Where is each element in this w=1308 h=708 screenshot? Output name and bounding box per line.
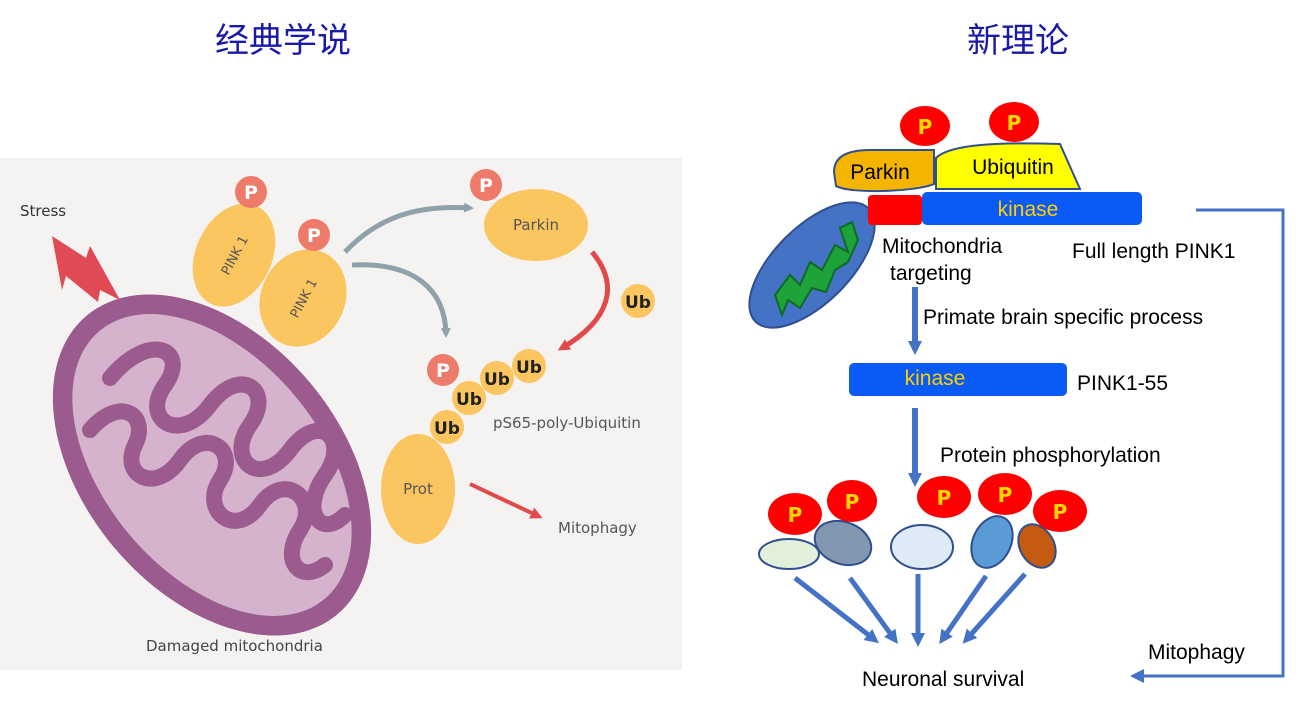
arrow-converge-4 bbox=[939, 574, 989, 645]
phospho-oval-sub-3 bbox=[917, 476, 971, 518]
new-theory-panel: kinase Parkin Ubiquitin P P Mitochondria… bbox=[748, 102, 1285, 691]
ub-chain-circle-1 bbox=[430, 410, 464, 444]
phospho-label-sub-3: P bbox=[937, 486, 952, 510]
phospho-oval-sub-1 bbox=[768, 493, 822, 535]
phospho-label-ub: P bbox=[436, 360, 450, 382]
arrow-parkin-to-ub bbox=[557, 250, 610, 351]
neuronal-survival-label: Neuronal survival bbox=[862, 668, 1024, 691]
ub-chain-circle-4 bbox=[512, 349, 546, 383]
phospho-label-sub-4: P bbox=[998, 483, 1013, 507]
phospho-oval-sub-4 bbox=[978, 473, 1032, 515]
damaged-mitochondrion bbox=[52, 294, 372, 636]
free-ub-circle bbox=[621, 284, 655, 318]
ubiquitin-shape bbox=[935, 142, 1082, 190]
substrate-protein-1 bbox=[758, 538, 820, 570]
substrate-protein-3 bbox=[890, 524, 954, 570]
mito-targeting-domain bbox=[868, 195, 922, 225]
mitophagy-bracket-arrow bbox=[1130, 208, 1285, 683]
damaged-mitochondria-label: Damaged mitochondria bbox=[146, 637, 323, 655]
full-length-pink1-label: Full length PINK1 bbox=[1072, 240, 1235, 263]
phospho-label-sub-1: P bbox=[788, 503, 803, 527]
phospho-circle-pink1-b bbox=[298, 219, 330, 251]
substrate-protein-5 bbox=[1017, 523, 1057, 569]
ps65-label: pS65-poly-Ubiquitin bbox=[493, 414, 641, 432]
phospho-oval-sub-5 bbox=[1033, 490, 1087, 532]
phospho-label-pink1-a: P bbox=[244, 182, 258, 204]
arrow-to-mitophagy bbox=[469, 482, 543, 519]
stress-label: Stress bbox=[20, 202, 66, 220]
phospho-label-sub-2: P bbox=[845, 490, 860, 514]
prot-label: Prot bbox=[403, 480, 433, 498]
phospho-label-sub-5: P bbox=[1053, 500, 1068, 524]
phospho-circle-pink1-a bbox=[235, 176, 267, 208]
phospho-label-pink1-b: P bbox=[307, 225, 321, 247]
ubiquitin-label-right: Ubiquitin bbox=[972, 156, 1054, 179]
prot-oval bbox=[381, 434, 455, 544]
phospho-circle-parkin bbox=[470, 169, 502, 201]
primate-process-label: Primate brain specific process bbox=[923, 306, 1203, 329]
pink1-55-label: PINK1-55 bbox=[1077, 372, 1168, 395]
arrow-to-ubiquitin bbox=[351, 262, 451, 338]
parkin-label: Parkin bbox=[513, 216, 559, 234]
classic-theory-panel: Stress PINK 1 PINK 1 P P Parkin P Ub Pro… bbox=[0, 158, 682, 670]
phospho-label-parkin: P bbox=[479, 175, 493, 197]
kinase-label-full: kinase bbox=[998, 198, 1059, 221]
parkin-oval bbox=[484, 189, 588, 261]
ub-chain-label-1: Ub bbox=[434, 419, 460, 439]
phospho-oval-parkin bbox=[900, 106, 950, 146]
parkin-shape bbox=[832, 149, 935, 193]
phospho-label-parkin-right: P bbox=[918, 115, 933, 139]
mito-targeting-label-1: Mitochondria bbox=[882, 235, 1003, 258]
kinase-label-55: kinase bbox=[905, 367, 966, 390]
mito-targeting-label-2: targeting bbox=[890, 262, 972, 285]
arrow-to-parkin bbox=[343, 202, 474, 254]
ub-chain-circle-3 bbox=[480, 361, 514, 395]
right-title: 新理论 bbox=[967, 21, 1069, 61]
phospho-oval-sub-2 bbox=[827, 480, 877, 522]
free-ub-label: Ub bbox=[625, 293, 651, 313]
ub-chain-label-4: Ub bbox=[516, 358, 542, 378]
lightning-icon bbox=[52, 236, 120, 302]
substrate-protein-2 bbox=[813, 519, 873, 567]
arrow-converge-5 bbox=[962, 572, 1027, 644]
green-matrix bbox=[773, 220, 860, 318]
arrow-converge-2 bbox=[847, 576, 898, 645]
phospho-oval-ubiquitin bbox=[989, 102, 1039, 142]
ub-chain-circle-2 bbox=[452, 381, 486, 415]
parkin-label-right: Parkin bbox=[850, 161, 910, 184]
pink1-oval-b bbox=[259, 249, 347, 347]
phospho-circle-ub bbox=[427, 354, 459, 386]
cristae bbox=[102, 341, 353, 533]
ub-chain-label-2: Ub bbox=[456, 390, 482, 410]
right-mitophagy-label: Mitophagy bbox=[1148, 641, 1245, 664]
phospho-label-ubiquitin-right: P bbox=[1007, 111, 1022, 135]
arrow-converge-1 bbox=[793, 576, 879, 644]
left-title: 经典学说 bbox=[215, 21, 351, 61]
pink1-oval-a bbox=[192, 203, 276, 307]
protein-phos-label: Protein phosphorylation bbox=[940, 444, 1161, 467]
substrate-protein-4 bbox=[970, 515, 1014, 569]
kinase-domain-55 bbox=[849, 363, 1067, 396]
kinase-domain-full bbox=[922, 192, 1142, 225]
left-mitophagy-label: Mitophagy bbox=[558, 519, 637, 537]
ub-chain-label-3: Ub bbox=[484, 370, 510, 390]
